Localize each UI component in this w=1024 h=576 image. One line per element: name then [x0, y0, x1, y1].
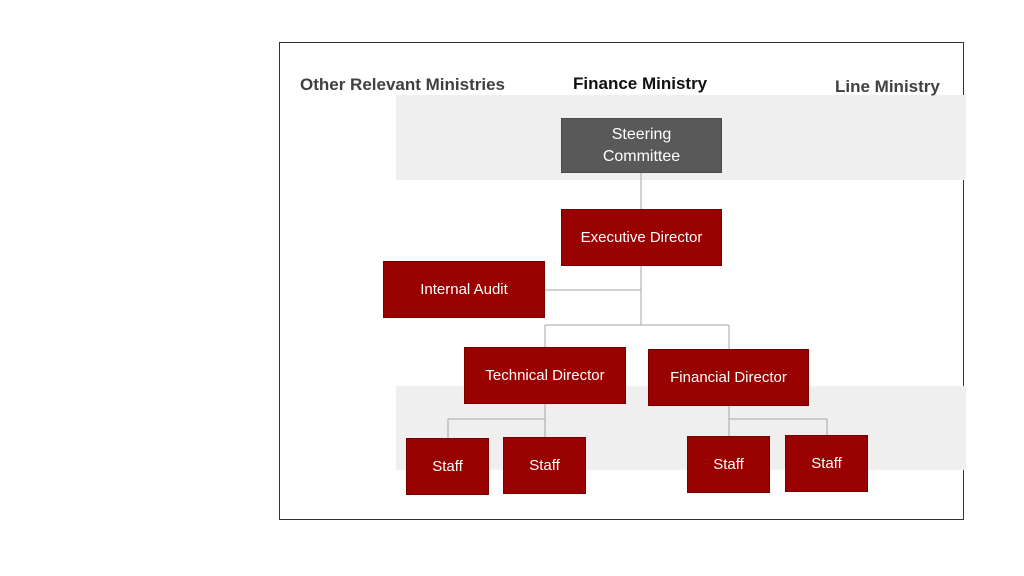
staff-label-2: Staff	[529, 456, 560, 474]
heading-line-ministry: Line Ministry	[835, 77, 940, 96]
staff-box-3: Staff	[687, 436, 770, 493]
staff-box-2: Staff	[503, 437, 586, 494]
financial-director-label: Financial Director	[670, 368, 787, 386]
heading-other-ministries: Other Relevant Ministries	[300, 75, 506, 94]
technical-director-label: Technical Director	[485, 366, 605, 384]
steering-committee-box: Steering Committee	[561, 118, 722, 173]
financial-director-box: Financial Director	[648, 349, 809, 406]
staff-box-1: Staff	[406, 438, 489, 495]
executive-director-label: Executive Director	[580, 228, 703, 246]
staff-label-1: Staff	[432, 457, 463, 475]
staff-label-4: Staff	[811, 454, 842, 472]
heading-finance-ministry: Finance Ministry	[573, 74, 708, 93]
staff-label-3: Staff	[713, 455, 744, 473]
executive-director-box: Executive Director	[561, 209, 722, 266]
technical-director-box: Technical Director	[464, 347, 626, 404]
staff-box-4: Staff	[785, 435, 868, 492]
internal-audit-label: Internal Audit	[420, 280, 508, 298]
steering-committee-label: Steering Committee	[602, 125, 681, 165]
internal-audit-box: Internal Audit	[383, 261, 545, 318]
